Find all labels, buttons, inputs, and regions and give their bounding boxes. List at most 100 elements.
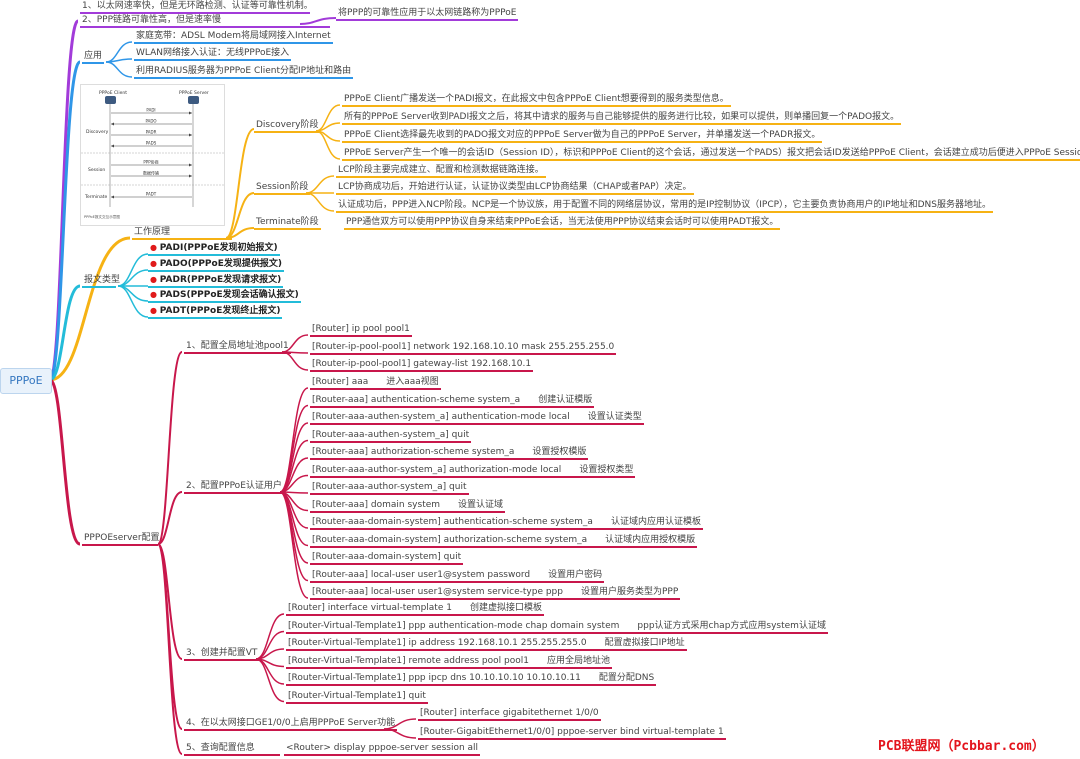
config-cmd[interactable]: [Router-aaa-domain-system] authenticatio… <box>312 516 701 528</box>
apps-label[interactable]: 应用 <box>84 50 102 62</box>
node-label: PADI(PPPoE发现初始报文) <box>159 243 278 253</box>
intro-summary[interactable]: 将PPP的可靠性应用于以太网链路称为PPPoE <box>338 7 516 19</box>
node-label: LCP阶段主要完成建立、配置和检测数据链路连接。 <box>338 165 544 175</box>
node-note: 认证域内应用授权模版 <box>605 534 696 545</box>
node-note: 设置认证域 <box>458 499 504 510</box>
node-underline <box>310 388 441 390</box>
config-cmd[interactable]: [Router-GigabitEthernet1/0/0] pppoe-serv… <box>420 726 724 738</box>
node-underline <box>310 458 588 460</box>
config-step-5[interactable]: 5、查询配置信息 <box>186 742 255 754</box>
config-cmd[interactable]: [Router-Virtual-Template1] remote addres… <box>288 655 610 667</box>
config-cmd[interactable]: [Router-aaa] authentication-scheme syste… <box>312 394 592 406</box>
node-label: LCP协商成功后，开始进行认证，认证协议类型由LCP协商结果（CHAP或者PAP… <box>338 182 692 192</box>
node-label: [Router-Virtual-Template1] remote addres… <box>288 655 529 666</box>
node-note: 应用全局地址池 <box>546 655 610 666</box>
terminate-item[interactable]: PPP通信双方可以使用PPP协议自身来结束PPPoE会话，当无法使用PPP协议结… <box>346 216 778 228</box>
node-underline <box>342 159 1080 161</box>
msgtype-item[interactable]: ● PADI(PPPoE发现初始报文) <box>150 242 278 254</box>
apps-item[interactable]: 家庭宽带：ADSL Modem将局域网接入Internet <box>136 30 331 42</box>
config-cmd[interactable]: [Router-Virtual-Template1] quit <box>288 690 426 702</box>
bullet-icon: ● <box>150 306 160 315</box>
config-cmd[interactable]: [Router-aaa-authen-system_a] authenticat… <box>312 411 642 423</box>
msgtype-item[interactable]: ● PADS(PPPoE发现会话确认报文) <box>150 289 299 301</box>
bullet-icon: ● <box>150 275 160 284</box>
msgtype-item[interactable]: ● PADR(PPPoE发现请求报文) <box>150 274 281 286</box>
apps-item[interactable]: WLAN网络接入认证：无线PPPoE接入 <box>136 47 289 59</box>
config-cmd[interactable]: [Router-aaa-domain-system] quit <box>312 551 461 563</box>
node-label: [Router-Virtual-Template1] ppp authentic… <box>288 620 620 631</box>
config-step-3[interactable]: 3、创建并配置VT <box>186 647 257 659</box>
connector <box>157 543 183 755</box>
msgtype-item[interactable]: ● PADT(PPPoE发现终止报文) <box>150 305 280 317</box>
node-underline <box>148 301 301 303</box>
intro-item-2[interactable]: 2、PPP链路可靠性高，但是速率慢 <box>82 14 221 26</box>
config-cmd[interactable]: [Router-aaa] authorization-scheme system… <box>312 446 586 458</box>
config-cmd[interactable]: [Router-ip-pool-pool1] gateway-list 192.… <box>312 358 531 370</box>
apps-item[interactable]: 利用RADIUS服务器为PPPoE Client分配IP地址和路由 <box>136 65 351 77</box>
config-cmd[interactable]: [Router] ip pool pool1 <box>312 323 410 335</box>
discovery-label[interactable]: Discovery阶段 <box>256 119 318 131</box>
node-label: 5、查询配置信息 <box>186 743 255 753</box>
config-step-4[interactable]: 4、在以太网接口GE1/0/0上启用PPPoE Server功能 <box>186 717 395 729</box>
node-underline <box>254 131 320 133</box>
config-cmd[interactable]: [Router-ip-pool-pool1] network 192.168.1… <box>312 341 614 353</box>
discovery-item[interactable]: 所有的PPPoE Server收到PADI报文之后，将其中请求的服务与自己能够提… <box>344 111 899 123</box>
config-cmd[interactable]: <Router> display pppoe-server session al… <box>286 742 478 754</box>
node-label: [Router-aaa] authentication-scheme syste… <box>312 394 521 405</box>
root-node[interactable]: PPPoE <box>0 368 52 394</box>
config-cmd[interactable]: [Router-Virtual-Template1] ppp authentic… <box>288 620 826 632</box>
config-cmd[interactable]: [Router-aaa-author-system_a] authorizati… <box>312 464 633 476</box>
node-note: 设置用户服务类型为PPP <box>580 587 679 597</box>
config-cmd[interactable]: [Router-aaa] local-user user1@system pas… <box>312 569 602 581</box>
config-cmd[interactable]: [Router-Virtual-Template1] ppp ipcp dns … <box>288 672 654 684</box>
site-watermark: PCB联盟网（Pcbbar.com） <box>878 739 1045 754</box>
discovery-item[interactable]: PPPoE Server产生一个唯一的会话ID（Session ID），标识和P… <box>344 147 1080 159</box>
node-underline <box>80 12 310 14</box>
discovery-item[interactable]: PPPoE Client广播发送一个PADI报文，在此报文中包含PPPoE Cl… <box>344 93 729 105</box>
config-step-2[interactable]: 2、配置PPPoE认证用户 <box>186 480 282 492</box>
config-cmd[interactable]: [Router-aaa-author-system_a] quit <box>312 481 467 493</box>
session-item[interactable]: 认证成功后，PPP进入NCP阶段。NCP是一个协议族，用于配置不同的网络层协议，… <box>338 199 991 211</box>
node-label: 所有的PPPoE Server收到PADI报文之后，将其中请求的服务与自己能够提… <box>344 112 900 122</box>
config-cmd[interactable]: [Router-aaa] local-user user1@system ser… <box>312 586 678 598</box>
node-label: PPPoE Client选择最先收到的PADO报文对应的PPPoE Server… <box>344 130 821 140</box>
sequence-diagram-figure: PPPoE Client PPPoE Server PADIPADOPADRPA… <box>81 90 224 219</box>
connector <box>255 613 285 660</box>
branch-config <box>48 378 81 546</box>
node-underline <box>310 493 469 495</box>
node-underline <box>134 42 333 44</box>
diagram-phase-discovery: Discovery <box>86 129 109 135</box>
session-label[interactable]: Session阶段 <box>256 181 308 193</box>
discovery-item[interactable]: PPPoE Client选择最先收到的PADO报文对应的PPPoE Server… <box>344 129 820 141</box>
config-label[interactable]: PPPOEserver配置 <box>84 532 160 544</box>
config-cmd[interactable]: [Router-Virtual-Template1] ip address 19… <box>288 637 685 649</box>
msgtypes-label[interactable]: 报文类型 <box>84 274 120 286</box>
config-cmd[interactable]: [Router-aaa-authen-system_a] quit <box>312 429 469 441</box>
node-note: 配置虚拟接口IP地址 <box>604 638 685 648</box>
principle-label[interactable]: 工作原理 <box>134 226 170 238</box>
node-underline <box>310 528 703 530</box>
config-cmd[interactable]: [Router] interface gigabitethernet 1/0/0 <box>420 707 599 719</box>
client-device-icon <box>105 96 116 104</box>
node-label: [Router-aaa-author-system_a] authorizati… <box>312 464 562 475</box>
msgtype-item[interactable]: ● PADO(PPPoE发现提供报文) <box>150 258 282 270</box>
session-item[interactable]: LCP协商成功后，开始进行认证，认证协议类型由LCP协商结果（CHAP或者PAP… <box>338 181 692 193</box>
node-underline <box>184 729 397 731</box>
config-cmd[interactable]: [Router-aaa-domain-system] authorization… <box>312 534 695 546</box>
connector <box>157 543 183 730</box>
node-underline <box>82 544 158 546</box>
node-underline <box>310 423 644 425</box>
node-label: 家庭宽带：ADSL Modem将局域网接入Internet <box>136 31 331 41</box>
diagram-phase-session: Session <box>88 167 105 173</box>
branch-msgtypes <box>49 284 81 382</box>
intro-item-1[interactable]: 1、以太网速率快，但是无环路检测、认证等可靠性机制。 <box>82 0 313 12</box>
node-underline <box>254 228 321 230</box>
session-item[interactable]: LCP阶段主要完成建立、配置和检测数据链路连接。 <box>338 164 544 176</box>
node-label: [Router-aaa-domain-system] quit <box>312 552 462 562</box>
config-step-1[interactable]: 1、配置全局地址池pool1 <box>186 340 289 352</box>
terminate-label[interactable]: Terminate阶段 <box>256 216 319 228</box>
